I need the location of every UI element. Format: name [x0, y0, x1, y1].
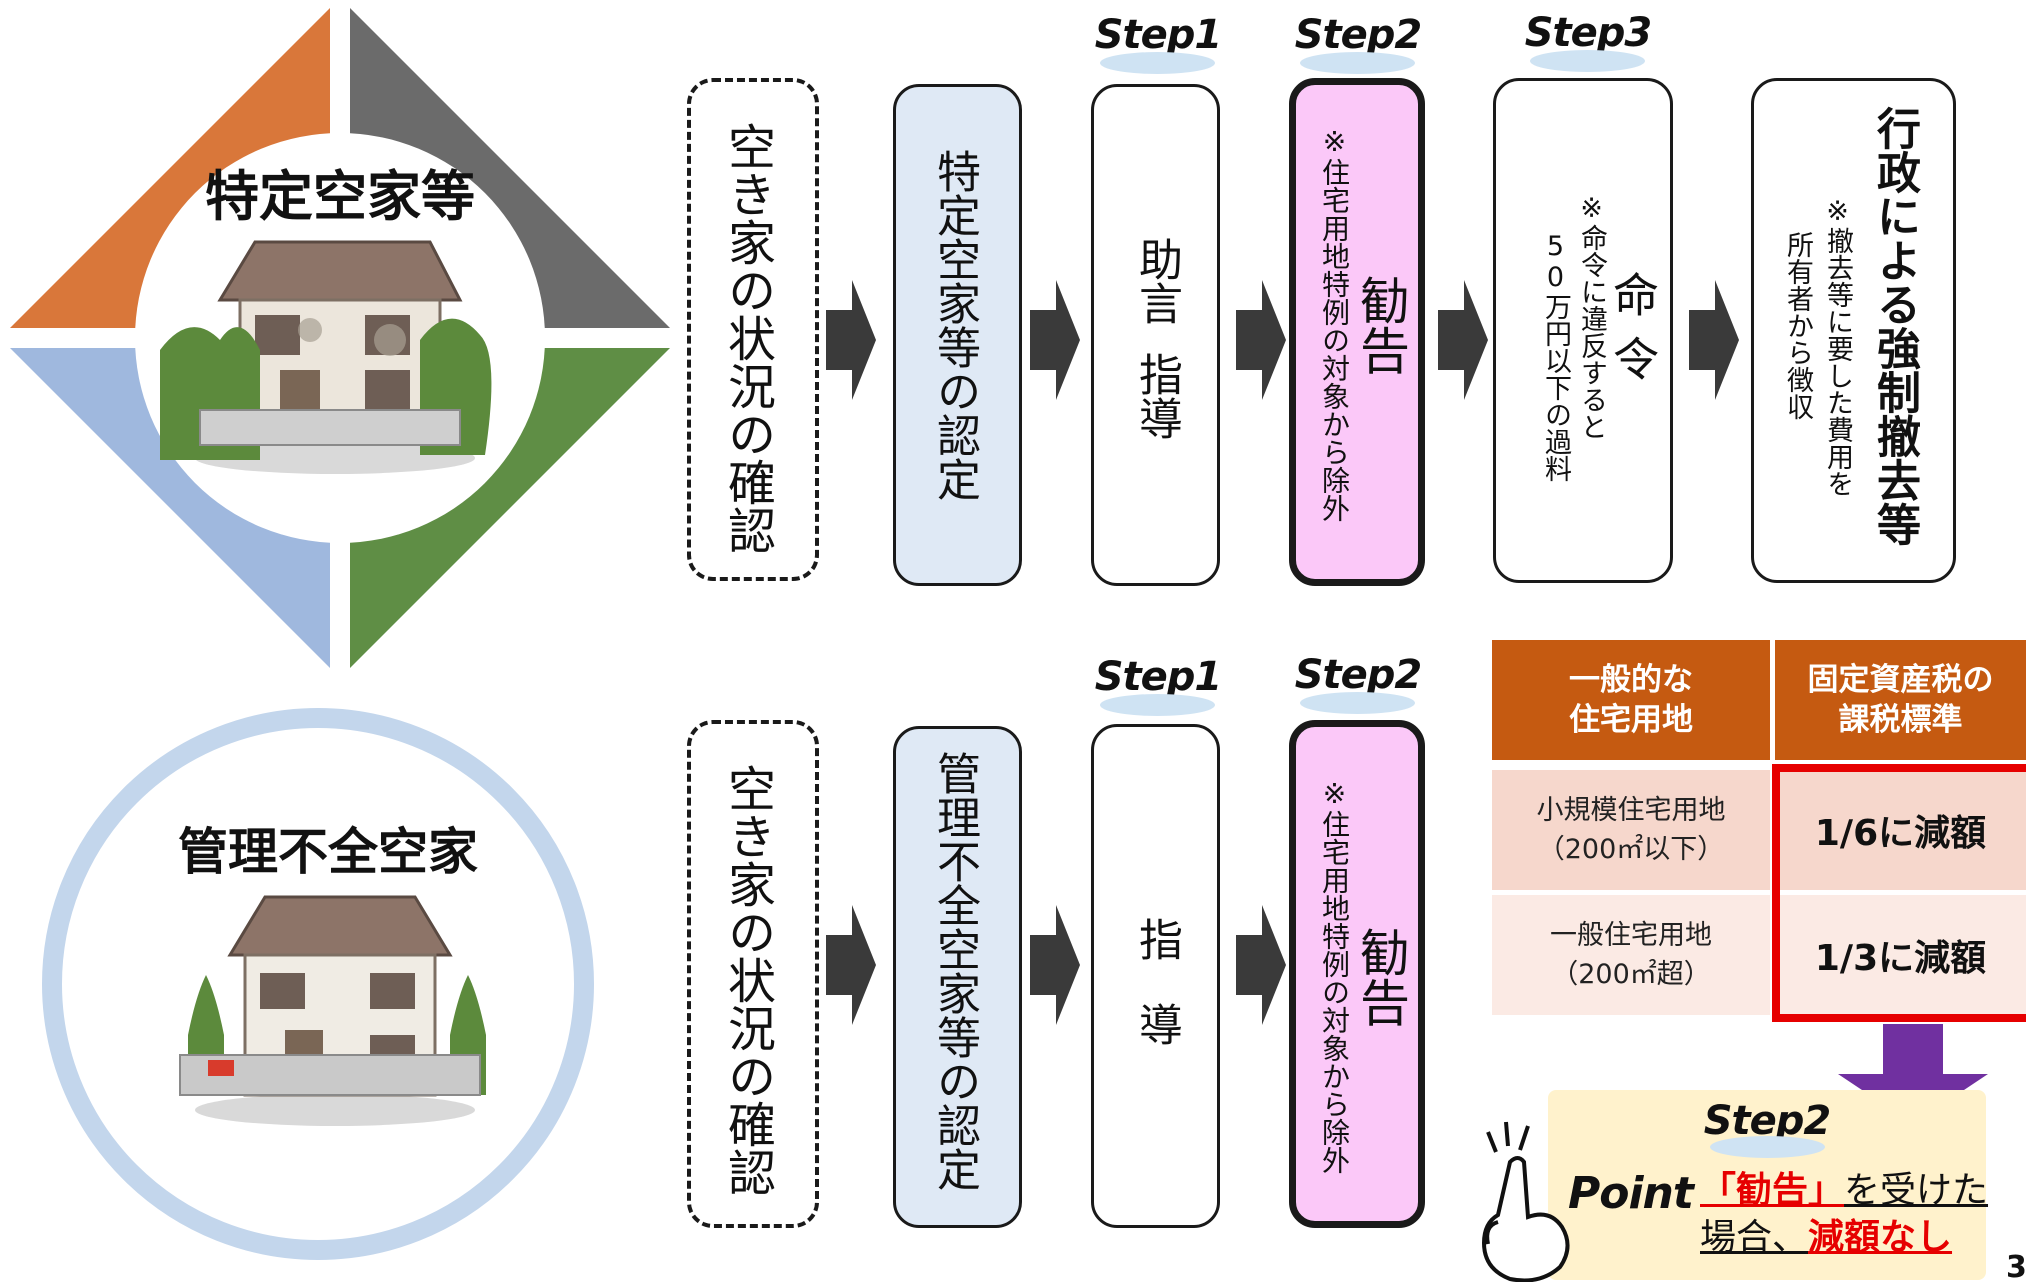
step-label-2-top: Step2 [1294, 12, 1423, 58]
right-arrow-icon [1030, 280, 1080, 400]
point-text-line1: 「勧告」を受けた [1700, 1168, 1988, 1215]
right-arrow-icon [1030, 905, 1080, 1025]
step-shadow [1100, 52, 1215, 74]
right-arrow-icon [826, 905, 876, 1025]
right-arrow-icon [1236, 905, 1286, 1025]
table-header-left: 一般的な 住宅用地 [1492, 640, 1770, 760]
point-label: Point [1568, 1168, 1694, 1219]
step-shadow [1710, 1136, 1825, 1158]
box-guide-bottom: 指 導 [1091, 724, 1220, 1228]
step-shadow [1530, 50, 1645, 72]
point-highlight: 「勧告」 [1700, 1170, 1845, 1211]
table-cell-reduce-1-6: 1/6に減額 [1775, 770, 2026, 890]
box-confirm-top: 空き家の状況の確認 [687, 78, 819, 581]
house-abandoned-illustration [160, 240, 492, 474]
table-header-right: 固定資産税の 課税標準 [1775, 640, 2026, 760]
box-advice-top: 助言 指導 [1091, 84, 1220, 586]
point-text-line2: 場合、減額なし [1700, 1215, 1952, 1262]
box-order-top: ※命令に違反すると 50万円以下の過料 命令 [1493, 78, 1673, 583]
right-arrow-icon [1236, 280, 1286, 400]
right-arrow-icon [1438, 280, 1488, 400]
step-label-2-bottom: Step2 [1294, 652, 1423, 698]
box-recommend-top: ※住宅用地特例の対象から除外 勧告 [1289, 78, 1425, 586]
step-label-1-bottom: Step1 [1094, 654, 1223, 700]
page-number: 3 [2006, 1250, 2026, 1285]
house-neglected-illustration [179, 895, 486, 1126]
pointing-hand-icon [1481, 1121, 1570, 1282]
right-arrow-icon [1689, 280, 1739, 400]
box-confirm-bottom: 空き家の状況の確認 [687, 720, 819, 1228]
step-shadow [1100, 694, 1215, 716]
step-shadow [1300, 52, 1415, 74]
box-recognize-bottom: 管理不全空家等の認定 [893, 726, 1022, 1228]
point-text-2: 場合、 [1700, 1217, 1809, 1258]
point-box [1548, 1090, 1986, 1280]
box-recognize-top: 特定空家等の認定 [893, 84, 1022, 586]
step-label-3-top: Step3 [1524, 10, 1653, 56]
badge-title-bottom: 管理不全空家 [178, 823, 478, 881]
point-text-1: を受けた [1844, 1170, 1989, 1211]
step-label-1-top: Step1 [1094, 12, 1223, 58]
box-recommend-bottom: ※住宅用地特例の対象から除外 勧告 [1289, 720, 1425, 1228]
badge-title-top: 特定空家等 [205, 165, 475, 228]
step-shadow [1300, 692, 1415, 714]
highlight-red-frame [1772, 764, 2026, 1022]
point-highlight-2: 減額なし [1808, 1217, 1953, 1258]
table-cell-general-lot: 一般住宅用地（200㎡超） [1492, 895, 1770, 1015]
table-cell-reduce-1-3: 1/3に減額 [1775, 895, 2026, 1015]
right-arrow-icon [826, 280, 876, 400]
box-enforce-top: ※撤去等に要した費用を 所有者から徴収 行政による強制撤去等 [1751, 78, 1956, 583]
table-cell-small-lot: 小規模住宅用地（200㎡以下） [1492, 770, 1770, 890]
